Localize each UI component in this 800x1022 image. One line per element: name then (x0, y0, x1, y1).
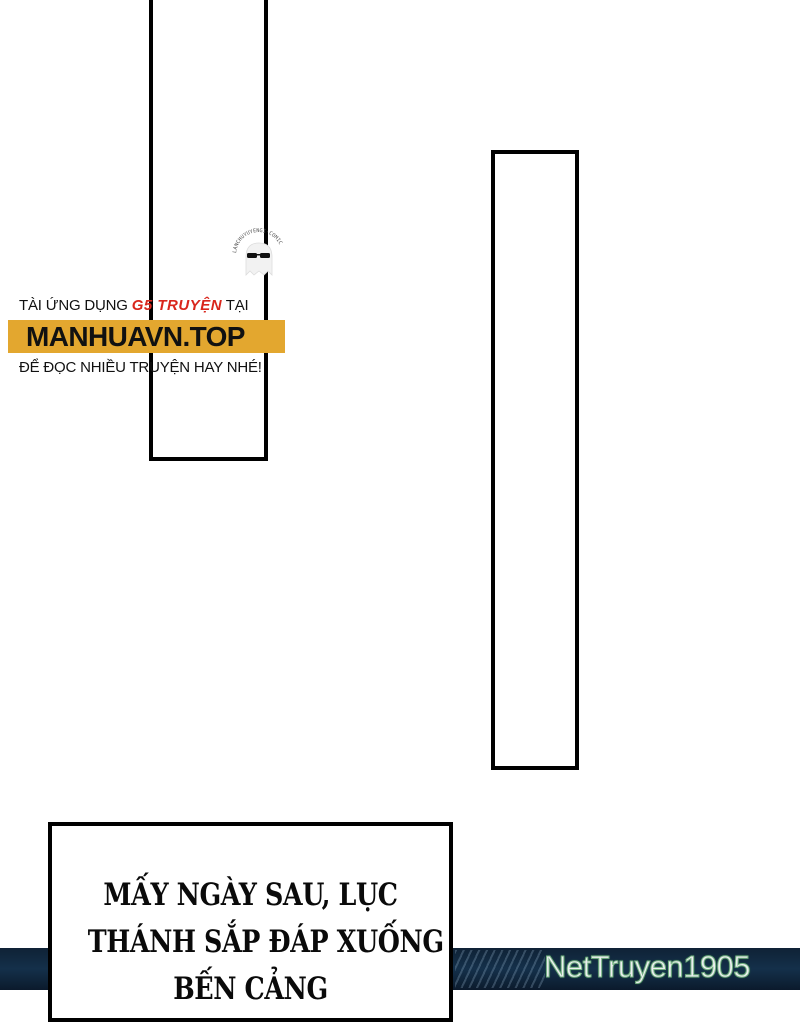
promo-line-3: ĐỂ ĐỌC NHIỀU TRUYỆN HAY NHÉ! (19, 359, 262, 376)
caption-box: MẤY NGÀY SAU, LỤC THÁNH SẮP ĐÁP XUỐNG BẾ… (48, 822, 453, 1022)
caption-text: MẤY NGÀY SAU, LỤC THÁNH SẮP ĐÁP XUỐNG BẾ… (87, 872, 444, 1013)
promo-line-1-prefix: TÀI ỨNG DỤNG (19, 297, 132, 314)
promo-watermark: TÀI ỨNG DỤNG G5 TRUYỆN TẠI MANHUAVN.TOP … (0, 290, 300, 390)
promo-domain: MANHUAVN.TOP (26, 321, 245, 352)
caption-line-2: THÁNH SẮP ĐÁP XUỐNG (87, 924, 444, 960)
site-watermark: NetTruyen1905 (543, 949, 751, 985)
promo-domain-banner: MANHUAVN.TOP (8, 320, 285, 353)
caption-line-1: MẤY NGÀY SAU, LỤC (103, 877, 398, 913)
promo-line-1-suffix: TẠI (222, 297, 249, 314)
panel-frame-left (149, 0, 268, 461)
ghost-with-sunglasses-icon: LANCHUYUYENGI·COMIC (228, 225, 290, 281)
panel-frame-right (491, 150, 579, 770)
artwork-texture (455, 950, 545, 988)
promo-brand-name: G5 TRUYỆN (131, 297, 223, 314)
promo-line-1: TÀI ỨNG DỤNG G5 TRUYỆN TẠI (19, 297, 249, 314)
